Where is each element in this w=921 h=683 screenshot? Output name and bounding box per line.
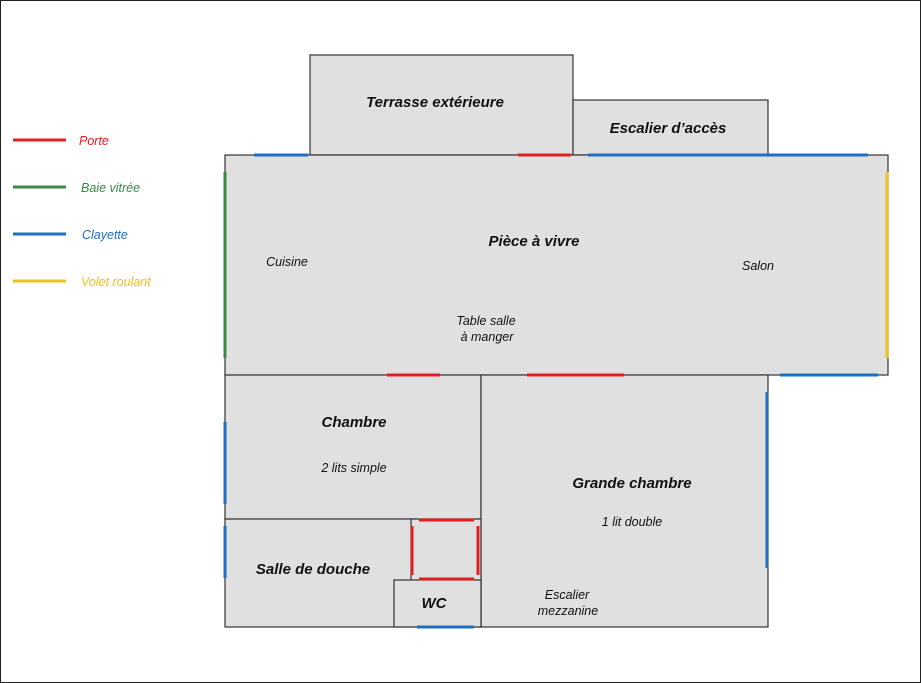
room-escalier-acces — [572, 99, 769, 156]
terrasse-title: Terrasse extérieure — [366, 94, 504, 111]
salon-label: Salon — [742, 259, 774, 273]
salle-de-douche-title: Salle de douche — [256, 561, 370, 578]
room-wc — [393, 579, 482, 628]
room-chambre — [224, 374, 482, 520]
table-label-line1: Table salle — [456, 314, 515, 328]
legend-label-porte: Porte — [79, 134, 109, 148]
legend: Porte Baie vitrée Clayette Volet roulant — [13, 134, 151, 289]
chambre-note: 2 lits simple — [320, 461, 386, 475]
legend-label-volet: Volet roulant — [81, 275, 151, 289]
legend-label-baie: Baie vitrée — [81, 181, 140, 195]
grande-chambre-note: 1 lit double — [602, 515, 663, 529]
legend-label-clayette: Clayette — [82, 228, 128, 242]
piece-a-vivre-title: Pièce à vivre — [489, 233, 580, 250]
room-piece-a-vivre — [224, 154, 889, 376]
room-grande-chambre — [480, 374, 769, 628]
escalier-mezzanine-line1: Escalier — [545, 588, 590, 602]
room-terrasse — [309, 54, 574, 156]
cuisine-label: Cuisine — [266, 255, 308, 269]
escalier-mezzanine-line2: mezzanine — [538, 604, 598, 618]
escalier-acces-title: Escalier d’accès — [610, 120, 727, 137]
wc-title: WC — [422, 595, 448, 612]
table-label-line2: à manger — [461, 330, 515, 344]
grande-chambre-title: Grande chambre — [572, 475, 691, 492]
chambre-title: Chambre — [321, 414, 386, 431]
